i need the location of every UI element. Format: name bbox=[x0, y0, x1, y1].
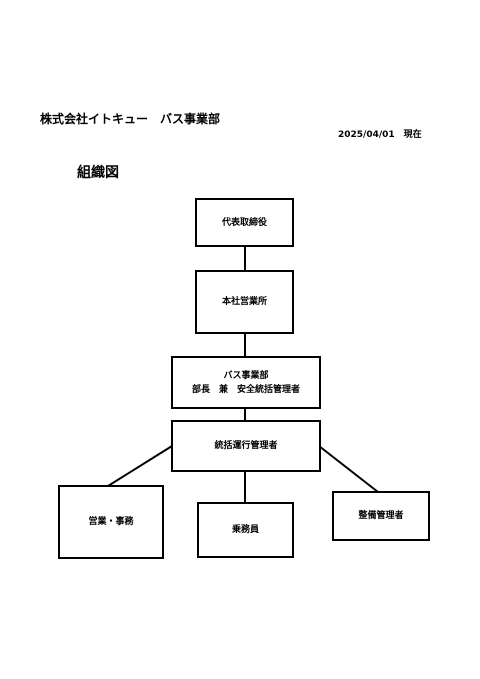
node-head-office: 本社営業所 bbox=[195, 270, 294, 334]
node-operations-manager: 統括運行管理者 bbox=[171, 420, 321, 472]
node-bus-division: バス事業部 部長 兼 安全統括管理者 bbox=[171, 356, 321, 409]
as-of-date: 2025/04/01 現在 bbox=[338, 130, 422, 140]
node-maintenance-manager: 整備管理者 bbox=[332, 491, 430, 541]
chart-title: 組織図 bbox=[77, 165, 119, 181]
node-label-line2: 部長 兼 安全統括管理者 bbox=[191, 384, 300, 395]
node-representative-director: 代表取締役 bbox=[195, 198, 294, 247]
node-label: 乗務員 bbox=[231, 525, 259, 535]
node-label: 整備管理者 bbox=[358, 511, 404, 521]
node-sales-office: 営業・事務 bbox=[58, 485, 164, 559]
connector-manager-sales bbox=[107, 445, 173, 487]
node-label: 統括運行管理者 bbox=[214, 441, 278, 451]
node-label: 代表取締役 bbox=[221, 217, 267, 228]
connector-manager-maintenance bbox=[318, 445, 379, 493]
node-label: 営業・事務 bbox=[88, 517, 134, 527]
node-label-line1: バス事業部 bbox=[223, 370, 269, 381]
node-crew: 乗務員 bbox=[197, 502, 294, 558]
node-label: 本社営業所 bbox=[221, 297, 267, 307]
company-name: 株式会社イトキュー バス事業部 bbox=[40, 112, 221, 126]
